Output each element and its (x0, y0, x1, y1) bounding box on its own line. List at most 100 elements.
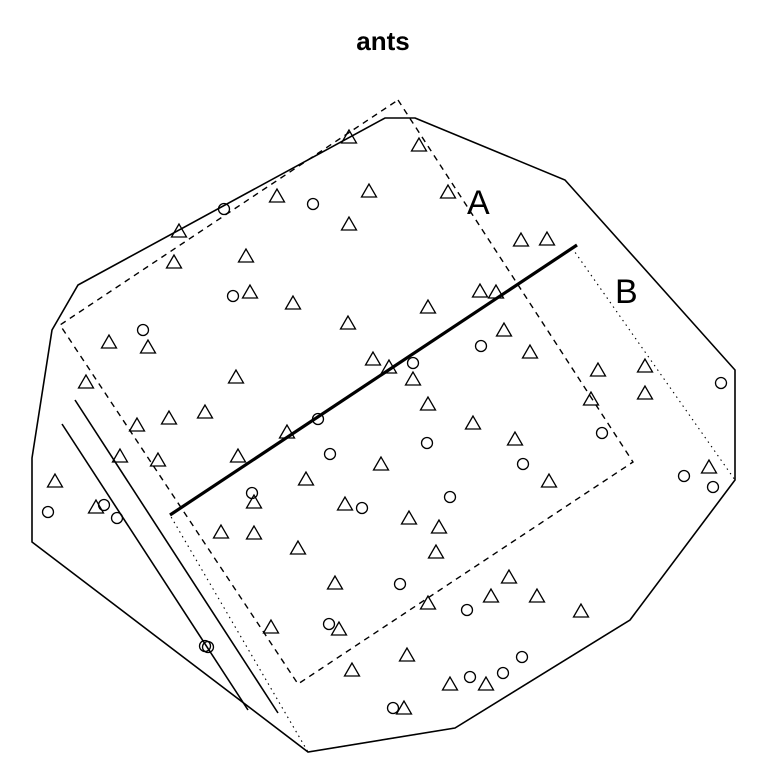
circle-point (463, 670, 477, 684)
triangle-point (245, 524, 263, 540)
triangle-point (165, 253, 183, 269)
triangle-point (46, 472, 64, 488)
triangle-point (700, 458, 718, 474)
triangle-point (400, 509, 418, 525)
triangle-point (340, 128, 358, 144)
region-b-boundary (169, 247, 736, 753)
parallel-line-2 (61, 423, 249, 711)
triangle-point (245, 493, 263, 509)
triangle-point (482, 587, 500, 603)
parallel-line-1 (74, 399, 279, 714)
triangle-point (636, 384, 654, 400)
triangle-point (572, 602, 590, 618)
triangle-point (343, 661, 361, 677)
circle-point (245, 486, 259, 500)
circle-point (516, 457, 530, 471)
triangle-point (419, 298, 437, 314)
triangle-point (372, 455, 390, 471)
circle-point (136, 323, 150, 337)
parallel-lines (61, 399, 279, 714)
triangle-point (100, 333, 118, 349)
triangle-point (528, 587, 546, 603)
triangle-point (471, 282, 489, 298)
triangle-point (582, 390, 600, 406)
triangle-point (410, 136, 428, 152)
triangle-point (170, 222, 188, 238)
triangle-point (278, 423, 296, 439)
triangle-point (196, 403, 214, 419)
triangle-point (512, 231, 530, 247)
triangle-point (398, 646, 416, 662)
triangle-point (340, 215, 358, 231)
triangle-point (487, 283, 505, 299)
triangle-point (360, 182, 378, 198)
circle-point (355, 501, 369, 515)
triangle-point (284, 294, 302, 310)
triangle-point (229, 447, 247, 463)
triangle-point (326, 574, 344, 590)
triangle-point (336, 495, 354, 511)
points-layer (41, 128, 728, 715)
triangle-point (339, 314, 357, 330)
circle-point (201, 640, 215, 654)
circle-point (386, 701, 400, 715)
triangle-point (330, 620, 348, 636)
triangle-point (289, 539, 307, 555)
circle-point (226, 289, 240, 303)
outer-boundary (31, 117, 736, 753)
triangle-point (439, 183, 457, 199)
circle-point (306, 197, 320, 211)
triangle-point (77, 373, 95, 389)
triangle-point (540, 472, 558, 488)
circle-point (311, 412, 325, 426)
triangle-point (464, 414, 482, 430)
triangle-point (241, 283, 259, 299)
region-a-boundary (59, 99, 634, 685)
triangle-point (237, 247, 255, 263)
circle-point (515, 650, 529, 664)
triangle-point (477, 675, 495, 691)
circle-point (406, 356, 420, 370)
region-label-b: B (615, 273, 638, 311)
circle-point (393, 577, 407, 591)
triangle-point (427, 543, 445, 559)
triangle-point (500, 568, 518, 584)
circle-point (323, 447, 337, 461)
triangle-point (506, 430, 524, 446)
triangle-point (495, 321, 513, 337)
triangle-point (589, 361, 607, 377)
circle-point (110, 511, 124, 525)
triangle-point (128, 416, 146, 432)
triangle-point (212, 523, 230, 539)
region-label-a: A (467, 184, 490, 222)
circle-point (595, 426, 609, 440)
triangle-point (268, 187, 286, 203)
circle-point (677, 469, 691, 483)
circle-point (41, 505, 55, 519)
triangle-point (419, 594, 437, 610)
triangle-point (227, 368, 245, 384)
circle-point (322, 617, 336, 631)
triangle-point (419, 395, 437, 411)
triangle-point (521, 343, 539, 359)
triangle-point (395, 699, 413, 715)
circle-point (217, 202, 231, 216)
circle-point (443, 490, 457, 504)
triangle-point (139, 338, 157, 354)
circle-point (460, 603, 474, 617)
triangle-point (404, 370, 422, 386)
dividing-line (169, 243, 578, 517)
triangle-point (160, 409, 178, 425)
triangle-point (441, 675, 459, 691)
circle-point (474, 339, 488, 353)
triangle-point (262, 618, 280, 634)
circle-point (714, 376, 728, 390)
circle-point (420, 436, 434, 450)
triangle-point (149, 451, 167, 467)
triangle-point (87, 498, 105, 514)
triangle-point (364, 350, 382, 366)
triangle-point (297, 470, 315, 486)
circle-point (97, 498, 111, 512)
triangle-point (538, 230, 556, 246)
